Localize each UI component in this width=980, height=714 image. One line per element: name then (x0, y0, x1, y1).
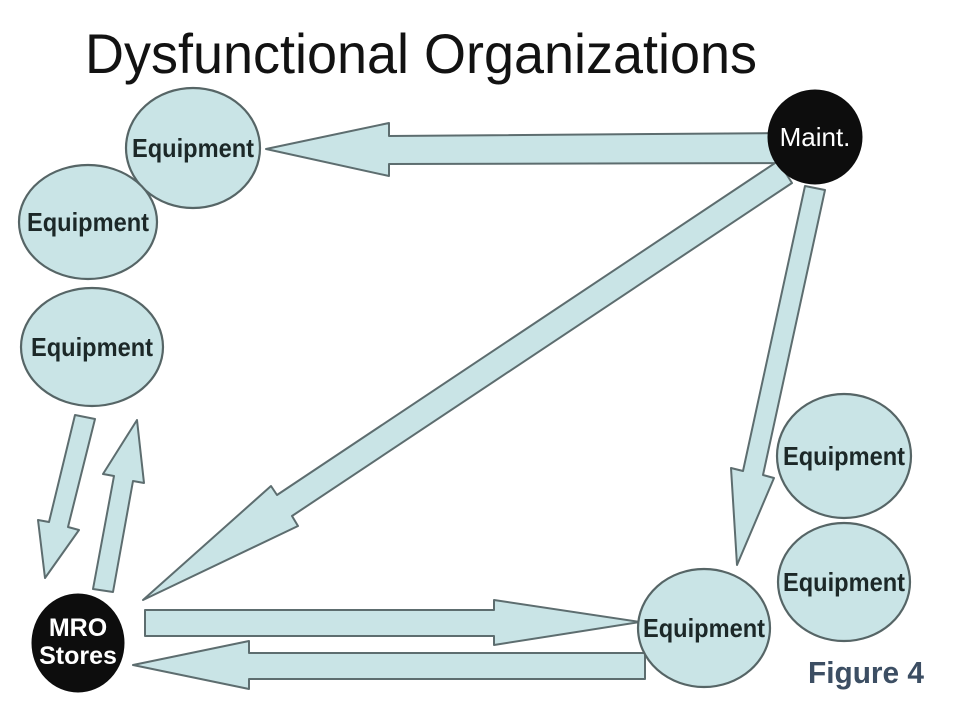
node-maint: Maint. (767, 89, 863, 185)
equipment-right-lower-label: Equipment (783, 567, 905, 597)
arrow-maint-to-equipment-top (265, 122, 791, 177)
node-equipment-right-lower: Equipment (776, 521, 912, 643)
arrow-maint-to-mro-stores (142, 160, 793, 601)
node-equipment-top: Equipment (124, 86, 262, 210)
node-equipment-right-upper: Equipment (775, 392, 913, 520)
equipment-right-upper-label: Equipment (783, 441, 905, 471)
arrow-equipment-left-lower-to-mro (37, 414, 96, 579)
mro-stores-label-line2: Stores (39, 642, 117, 670)
page-title: Dysfunctional Organizations (85, 22, 757, 85)
node-mro-stores: MRO Stores (31, 593, 125, 693)
equipment-left-lower-label: Equipment (31, 332, 153, 362)
node-equipment-bottom: Equipment (636, 567, 772, 689)
maint-circle (767, 89, 863, 185)
figure-label: Figure 4 (808, 655, 925, 690)
equipment-left-lower-circle (19, 286, 165, 408)
maint-label: Maint. (780, 122, 851, 152)
node-equipment-left-lower: Equipment (19, 286, 165, 408)
equipment-bottom-circle (636, 567, 772, 689)
equipment-left-upper-label: Equipment (27, 207, 149, 237)
equipment-right-upper-circle (775, 392, 913, 520)
mro-stores-circle (31, 593, 125, 693)
arrow-maint-to-equipment-bottom (730, 185, 826, 566)
arrow-equipment-bottom-to-mro (132, 640, 646, 690)
equipment-top-label: Equipment (132, 133, 254, 163)
node-equipment-left-upper: Equipment (17, 163, 159, 281)
mro-stores-label-line1: MRO (49, 614, 107, 642)
equipment-left-upper-circle (17, 163, 159, 281)
equipment-bottom-label: Equipment (643, 613, 765, 643)
equipment-top-circle (124, 86, 262, 210)
equipment-right-lower-circle (776, 521, 912, 643)
arrow-mro-to-equipment-left-lower (92, 419, 145, 593)
arrow-mro-to-equipment-bottom (144, 599, 641, 646)
